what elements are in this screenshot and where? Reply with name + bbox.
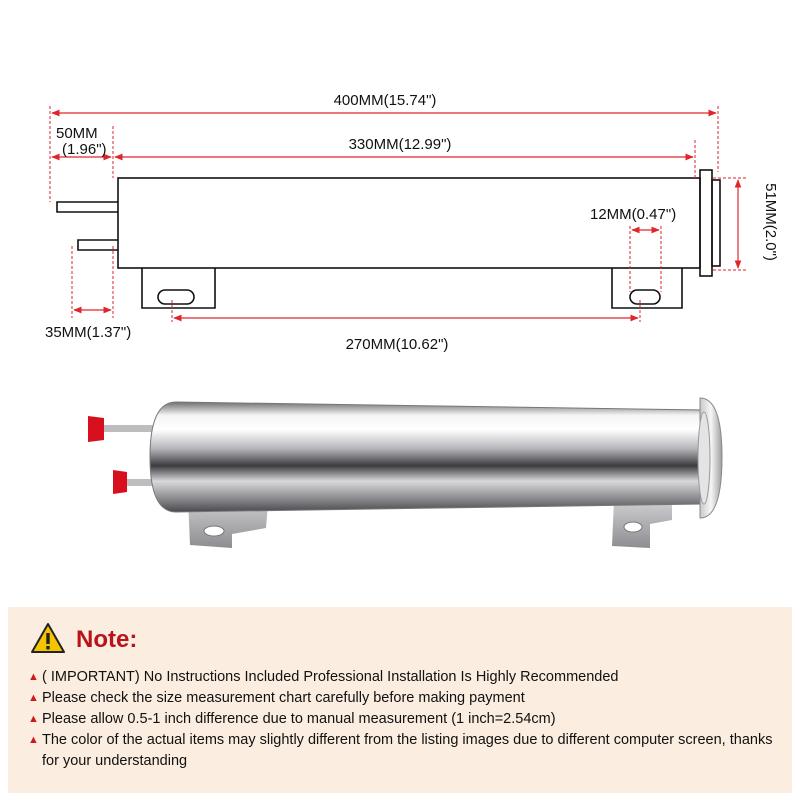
note-item: ▲Please check the size measurement chart… (28, 688, 788, 709)
note-item-text: The color of the actual items may slight… (42, 732, 773, 769)
note-item-text: Please check the size measurement chart … (42, 690, 525, 706)
note-title: Note: (76, 626, 138, 653)
extension-lines (49, 106, 746, 322)
tank-offset-label-1: 50MM (56, 125, 98, 142)
dimension-arrows (51, 109, 742, 322)
overall-length-label: 400MM(15.74") (334, 92, 437, 109)
bracket-width-label: 12MM(0.47") (590, 206, 676, 223)
tank-offset-label-2: (1.96") (62, 141, 107, 158)
nipple-spacing-label: 35MM(1.37") (45, 324, 131, 341)
note-item: ▲Please allow 0.5-1 inch difference due … (28, 709, 788, 730)
bracket-spacing-label: 270MM(10.62") (346, 336, 449, 353)
note-item: ▲The color of the actual items may sligh… (28, 730, 788, 772)
tank-length-label: 330MM(12.99") (349, 136, 452, 153)
tank-illustration (88, 397, 723, 548)
note-item-text: ( IMPORTANT) No Instructions Included Pr… (42, 669, 619, 685)
tank-outline (56, 169, 721, 309)
product-illustration (88, 397, 723, 548)
note-list: ▲( IMPORTANT) No Instructions Included P… (28, 667, 788, 772)
red-triangle-bullet-icon: ▲ (28, 713, 39, 725)
note-item-text: Please allow 0.5-1 inch difference due t… (42, 711, 556, 727)
note-header: Note: (30, 622, 138, 659)
red-triangle-bullet-icon: ▲ (28, 671, 39, 683)
red-triangle-bullet-icon: ▲ (28, 692, 39, 704)
red-triangle-bullet-icon: ▲ (28, 734, 39, 746)
diameter-label: 51MM(2.0") (762, 183, 779, 261)
note-panel: Note: ▲( IMPORTANT) No Instructions Incl… (8, 607, 792, 793)
warning-triangle-icon (30, 622, 66, 659)
note-item: ▲( IMPORTANT) No Instructions Included P… (28, 667, 788, 688)
dimension-diagram: 400MM(15.74") 50MM (1.96") 330MM(12.99")… (45, 92, 779, 353)
